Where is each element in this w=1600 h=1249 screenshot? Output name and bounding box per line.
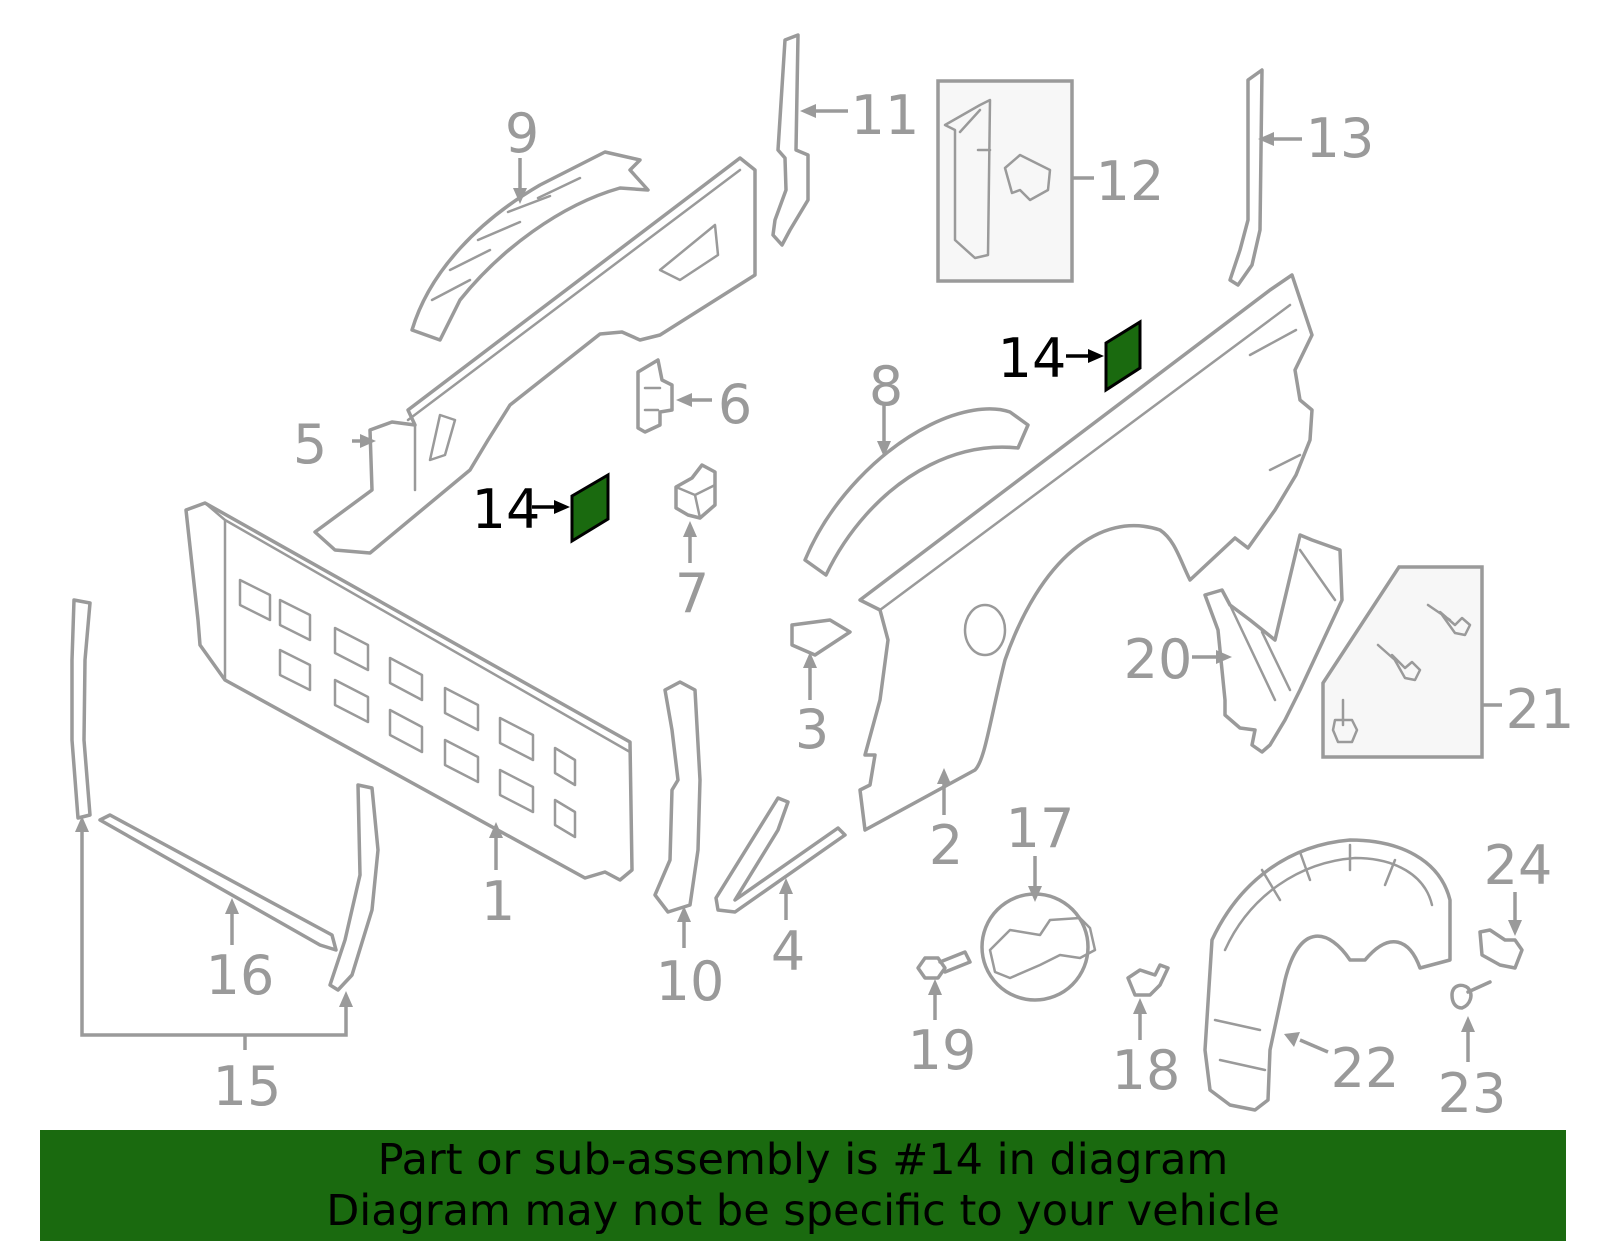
callout-3: 3 bbox=[795, 698, 829, 761]
part-16-trim-strip bbox=[98, 813, 338, 952]
callout-7: 7 bbox=[675, 562, 709, 625]
part-14-highlighted-piece-upper bbox=[1104, 319, 1142, 393]
part-14-highlight-fill bbox=[570, 472, 610, 544]
callout-12: 12 bbox=[1096, 150, 1165, 213]
part-18-bumper bbox=[1126, 963, 1170, 997]
callout-13: 13 bbox=[1306, 107, 1375, 170]
callout-10: 10 bbox=[656, 950, 725, 1013]
banner-line-1: Part or sub-assembly is #14 in diagram bbox=[377, 1134, 1229, 1185]
part-10-corner-trim bbox=[653, 680, 702, 914]
part-1-front-panel bbox=[184, 501, 634, 882]
leader-lines bbox=[75, 104, 1522, 1062]
part-17-fuel-door bbox=[980, 892, 1097, 1002]
callout-18: 18 bbox=[1112, 1039, 1181, 1102]
callout-24: 24 bbox=[1484, 834, 1553, 897]
part-15-trim-strips bbox=[70, 598, 380, 992]
callout-20: 20 bbox=[1124, 628, 1193, 691]
part-13-pillar-trim bbox=[1228, 68, 1264, 287]
part-7-bracket bbox=[674, 463, 717, 520]
callout-23: 23 bbox=[1438, 1062, 1507, 1125]
part-3-bracket bbox=[790, 618, 852, 657]
part-2-quarter-panel bbox=[858, 273, 1314, 832]
callout-2: 2 bbox=[929, 814, 963, 877]
callout-17: 17 bbox=[1006, 797, 1075, 860]
callout-8: 8 bbox=[869, 355, 903, 418]
part-20-splash-shield bbox=[1203, 533, 1344, 754]
callout-labels: 1 2 3 4 5 6 7 8 9 10 11 12 13 15 16 17 1… bbox=[206, 84, 1575, 1125]
callout-5: 5 bbox=[293, 413, 327, 476]
callout-6: 6 bbox=[718, 373, 752, 436]
part-4-sill-trim bbox=[714, 796, 847, 914]
part-21-bolt-kit-box bbox=[1321, 565, 1484, 759]
callout-16: 16 bbox=[206, 944, 275, 1007]
part-22-wheelhouse-liner bbox=[1203, 838, 1452, 1112]
part-14-highlight-fill bbox=[1104, 319, 1142, 393]
part-5-inner-panel bbox=[313, 156, 757, 555]
callout-4: 4 bbox=[771, 920, 805, 983]
callout-19: 19 bbox=[908, 1019, 977, 1082]
part-11-pillar-trim bbox=[771, 33, 810, 247]
part-24-clip bbox=[1478, 928, 1524, 970]
callout-15: 15 bbox=[213, 1055, 282, 1118]
info-banner: Part or sub-assembly is #14 in diagram D… bbox=[40, 1130, 1566, 1241]
callout-22: 22 bbox=[1331, 1037, 1400, 1100]
part-8-wheel-arch-molding bbox=[803, 407, 1030, 577]
callout-11: 11 bbox=[851, 84, 920, 147]
part-14-highlighted-piece-lower bbox=[570, 472, 610, 544]
callout-9: 9 bbox=[505, 102, 539, 165]
part-9-wheelhouse-arch bbox=[410, 150, 650, 342]
part-12-assembly-box bbox=[936, 79, 1074, 283]
callout-14-lower: 14 bbox=[472, 478, 541, 541]
part-23-push-pin bbox=[1450, 980, 1492, 1010]
banner-line-2: Diagram may not be specific to your vehi… bbox=[326, 1185, 1280, 1236]
callout-21: 21 bbox=[1506, 678, 1575, 741]
callout-1: 1 bbox=[481, 870, 515, 933]
part-19-bolt bbox=[916, 950, 972, 980]
callout-14-upper: 14 bbox=[998, 327, 1067, 390]
leader-lines-part-14 bbox=[532, 349, 1104, 514]
part-6-bracket bbox=[636, 358, 674, 434]
